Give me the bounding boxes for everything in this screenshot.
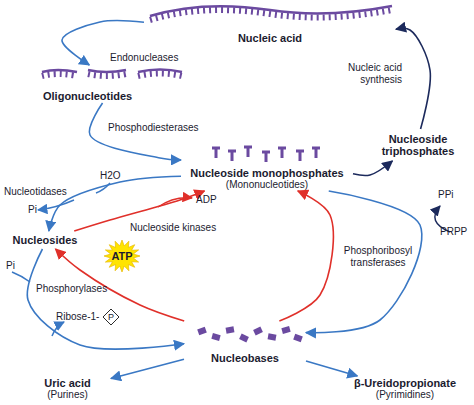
mononucleotide-icon xyxy=(228,151,236,161)
cofactor-starburst: ATP xyxy=(104,240,140,272)
compound-name: Uric acid xyxy=(44,377,90,389)
mononucleotide-icons xyxy=(212,147,320,162)
enzyme-label: Phosphoribosyl transferases xyxy=(340,245,416,268)
oligonucleotide-fragments xyxy=(42,70,182,77)
compound-node: Nucleosides xyxy=(10,232,80,248)
mononucleotide-icon xyxy=(312,148,320,158)
fragment-bases xyxy=(138,74,182,77)
enzyme-label: Nucleoside kinases xyxy=(130,222,225,234)
compound-node: Nucleic acid xyxy=(145,2,395,44)
enzyme-label: Phosphorylases xyxy=(36,283,111,295)
pathway-arrow xyxy=(27,249,184,349)
nucleobase-icon xyxy=(293,334,303,342)
diamond-shape xyxy=(103,309,119,325)
reactant-label: Pi xyxy=(28,204,37,216)
enzyme-label: Phosphodiesterases xyxy=(108,122,208,134)
compound-name: Nucleobases xyxy=(211,352,279,364)
fragment-bases xyxy=(88,74,126,76)
pathway-arrow xyxy=(279,191,333,321)
compound-node: Nucleobases xyxy=(185,322,305,364)
nucleobase-icon xyxy=(253,327,263,336)
reactant-label: ADP xyxy=(196,194,217,206)
compound-name: Nucleoside monophosphates xyxy=(190,167,343,179)
nucleobase-icon xyxy=(268,333,277,340)
compound-name: Nucleosides xyxy=(13,234,78,246)
compound-name: ATP xyxy=(111,250,132,262)
compound-name: P xyxy=(108,312,114,322)
reactant-label: PRPP xyxy=(440,226,467,238)
nucleic-acid-strand xyxy=(150,6,392,20)
compound-note: (Mononucleotides) xyxy=(226,179,308,190)
nucleobase-icon xyxy=(239,334,249,343)
reactant-label: Ribose-1- xyxy=(56,311,99,323)
reactant-label: Pi xyxy=(6,260,15,272)
compound-note: (Purines) xyxy=(47,389,88,400)
compound-name: β-Ureidopropionate xyxy=(354,377,456,389)
enzyme-label: Endonucleases xyxy=(110,52,190,64)
compound-note: (Pyrimidines) xyxy=(376,389,434,400)
compound-node: Oligonucleotides xyxy=(35,66,185,102)
fragment-backbone xyxy=(88,70,126,72)
enzyme-label: Nucleotidases xyxy=(4,186,79,198)
enzyme-label: Nucleic acid synthesis xyxy=(322,62,402,85)
nucleobase-icon xyxy=(197,327,207,335)
compound-name: Nucleic acid xyxy=(238,32,302,44)
starburst-shape xyxy=(104,240,140,272)
compound-node: Uric acid(Purines) xyxy=(25,377,110,403)
mononucleotide-icon xyxy=(278,148,286,158)
phosphate-diamond: P xyxy=(103,309,119,325)
nucleobase-icon xyxy=(226,326,235,333)
nucleobase-icons xyxy=(197,326,303,342)
fragment-bases xyxy=(42,74,77,76)
nucleobase-icon xyxy=(281,326,290,334)
mononucleotide-icon xyxy=(212,148,220,158)
phosphate-release-arrow xyxy=(38,200,74,210)
mononucleotide-icon xyxy=(296,151,304,161)
mononucleotide-icon xyxy=(244,147,252,157)
mononucleotide-icon xyxy=(262,152,270,162)
nucleobase-icon xyxy=(211,333,220,341)
pathway-arrow xyxy=(306,361,357,376)
phosphate-input-arrow xyxy=(12,272,30,282)
compound-node: Nucleoside monophosphates(Mononucleotide… xyxy=(182,146,352,190)
connector-layer xyxy=(27,21,430,379)
side-reaction-arrows xyxy=(12,183,450,336)
compound-name: Nucleoside triphosphates xyxy=(378,133,458,158)
reactant-label: H2O xyxy=(100,170,121,182)
pathway-arrow xyxy=(111,359,184,378)
pathway-arrow xyxy=(353,161,392,175)
compound-node: β-Ureidopropionate(Pyrimidines) xyxy=(345,377,465,403)
strand-bases xyxy=(150,10,392,20)
fragment-backbone xyxy=(42,70,77,72)
pathway-arrow xyxy=(306,191,422,333)
fragment-backbone xyxy=(138,70,182,73)
compound-name: Oligonucleotides xyxy=(43,90,132,102)
compound-node: Nucleoside triphosphates xyxy=(378,130,458,160)
reactant-label: PPi xyxy=(438,189,454,201)
